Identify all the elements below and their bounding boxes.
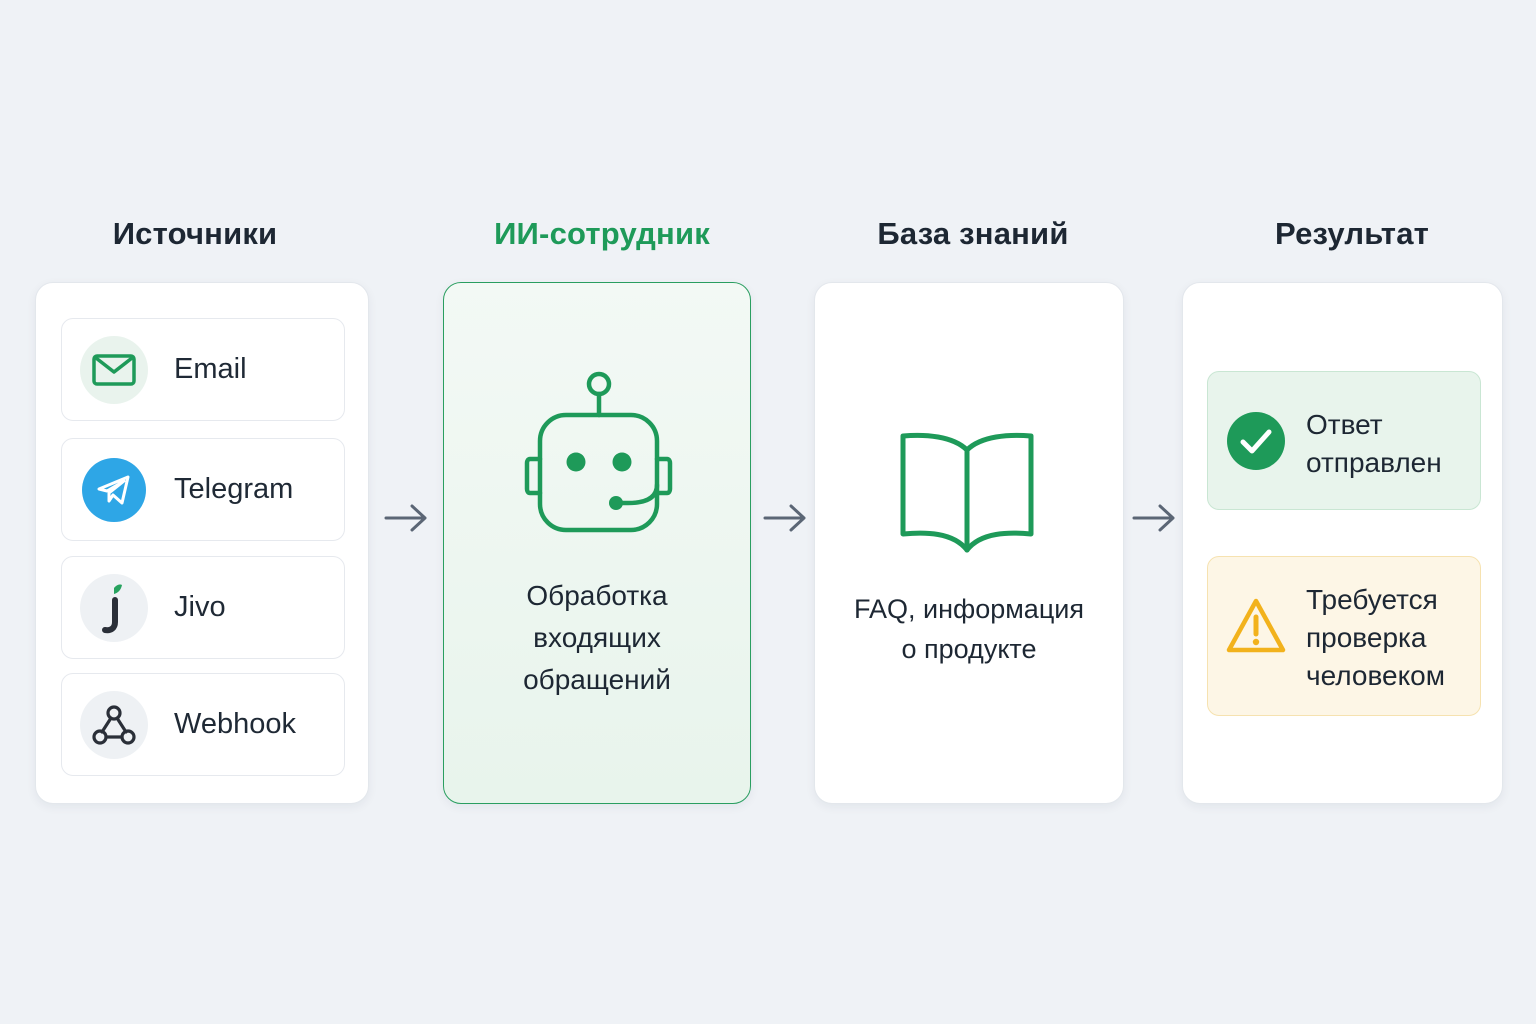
book-icon bbox=[900, 432, 1034, 553]
source-item-webhook[interactable]: Webhook bbox=[61, 673, 345, 776]
result-line: отправлен bbox=[1306, 447, 1442, 478]
webhook-icon bbox=[80, 690, 148, 759]
ai-agent-card: Обработка входящих обращений bbox=[443, 282, 751, 804]
result-line: человеком bbox=[1306, 660, 1445, 691]
result-card: Ответ отправлен Требуется проверка челов… bbox=[1182, 282, 1503, 804]
check-circle-icon bbox=[1227, 412, 1285, 470]
knowledge-title: База знаний bbox=[877, 216, 1069, 251]
source-item-telegram[interactable]: Telegram bbox=[61, 438, 345, 541]
arrow-right-icon bbox=[384, 504, 427, 532]
arrow-right-icon bbox=[763, 504, 806, 532]
warning-icon bbox=[1226, 598, 1286, 653]
arrow-right-icon bbox=[1132, 504, 1175, 532]
result-line: проверка bbox=[1306, 622, 1427, 653]
ai-line: Обработка bbox=[526, 580, 668, 611]
result-line: Требуется bbox=[1306, 584, 1438, 615]
result-review-text: Требуется проверка человеком bbox=[1306, 581, 1445, 695]
result-line: Ответ bbox=[1306, 409, 1383, 440]
robot-icon bbox=[524, 371, 673, 533]
ai-description: Обработка входящих обращений bbox=[444, 575, 750, 701]
source-label: Telegram bbox=[174, 473, 294, 505]
mail-icon bbox=[80, 335, 148, 404]
source-label: Webhook bbox=[174, 708, 296, 740]
jivo-icon bbox=[80, 573, 148, 642]
source-label: Jivo bbox=[174, 591, 226, 623]
ai-line: входящих bbox=[533, 622, 661, 653]
source-item-jivo[interactable]: Jivo bbox=[61, 556, 345, 659]
result-sent-box: Ответ отправлен bbox=[1207, 371, 1481, 510]
ai-line: обращений bbox=[523, 664, 671, 695]
kb-line: о продукте bbox=[901, 634, 1037, 664]
knowledge-description: FAQ, информация о продукте bbox=[815, 589, 1123, 669]
ai-title: ИИ-сотрудник bbox=[494, 216, 710, 251]
knowledge-base-card: FAQ, информация о продукте bbox=[814, 282, 1124, 804]
sources-card: Email Telegram Jivo bbox=[35, 282, 369, 804]
telegram-icon bbox=[82, 457, 146, 522]
result-review-box: Требуется проверка человеком bbox=[1207, 556, 1481, 716]
result-title: Результат bbox=[1274, 216, 1430, 251]
result-sent-text: Ответ отправлен bbox=[1306, 406, 1442, 482]
source-label: Email bbox=[174, 353, 247, 385]
sources-title: Источники bbox=[112, 216, 278, 251]
source-item-email[interactable]: Email bbox=[61, 318, 345, 421]
kb-line: FAQ, информация bbox=[853, 594, 1084, 624]
